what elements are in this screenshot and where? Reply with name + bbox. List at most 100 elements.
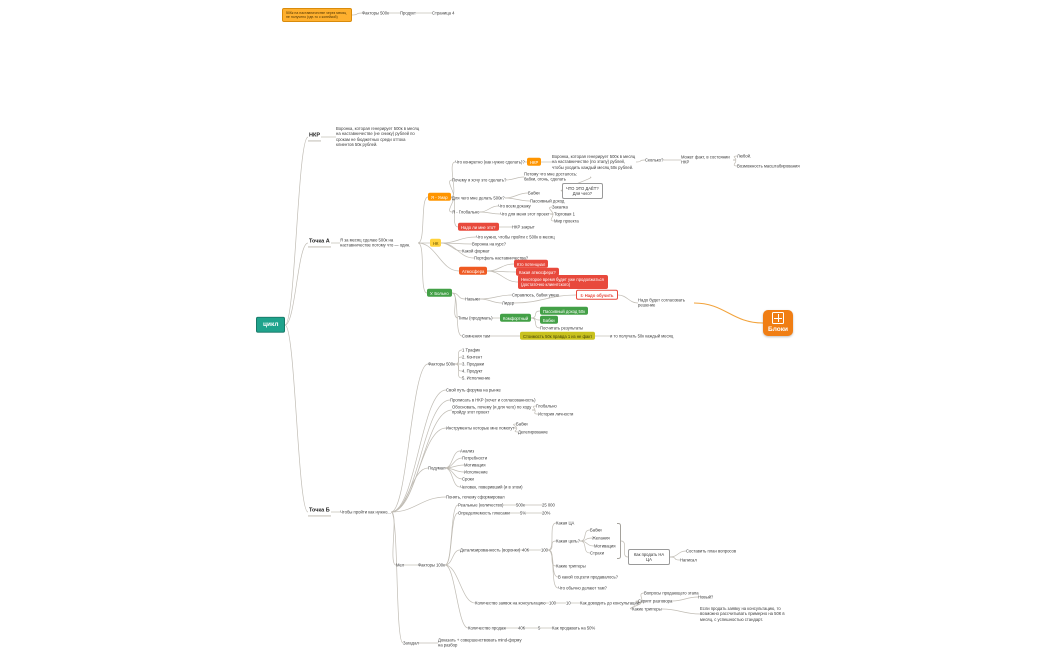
topic-m2-a[interactable]: 5%	[520, 510, 527, 516]
topic-z3[interactable]: Обосновать, почему (и для чего) по ходу …	[452, 404, 532, 415]
topic-z5[interactable]: Подумал	[428, 465, 446, 471]
topic-goal[interactable]: Какая цель?	[556, 538, 580, 544]
topic-nk4[interactable]: Портфель наставничества?	[474, 255, 529, 261]
topic-tb[interactable]: Точка Б	[308, 507, 331, 517]
topic-umar[interactable]: Я - Умар	[428, 192, 451, 202]
topic-g4[interactable]: Страхи	[590, 550, 605, 556]
topic-u2[interactable]: Почему я хочу это сделать?	[452, 177, 507, 183]
topic-u1-skolko[interactable]: Сколько?	[645, 157, 664, 163]
topic-z1[interactable]: Свой путь форума на рынке	[446, 387, 501, 393]
topic-zaku-t[interactable]: Доказать + совершенствовать mind-форму н…	[438, 637, 522, 648]
topic-m1-a[interactable]: 500к	[516, 502, 525, 508]
topic-g1[interactable]: Бабки	[590, 527, 602, 533]
topic-f500-4[interactable]: 4. Продукт	[462, 368, 483, 374]
topic-mel[interactable]: Мел	[396, 562, 405, 568]
topic-sales[interactable]: Как продать НА ЦА	[628, 549, 670, 565]
topic-ca[interactable]: Какая ЦА	[556, 520, 575, 526]
topic-u3-b[interactable]: Бабки	[528, 190, 540, 196]
topic-zaku[interactable]: Загадал	[403, 640, 419, 646]
topic-s2[interactable]: Написал	[680, 557, 697, 563]
topic-z2[interactable]: Прописать в НКР (хочет и согласованность…	[450, 397, 536, 403]
topic-ta[interactable]: Точка А	[308, 238, 331, 248]
topic-f100[interactable]: Факторы 100к	[418, 562, 445, 568]
topic-at2[interactable]: Какая атмосфера?	[516, 267, 559, 277]
topic-b1-a[interactable]: Справлюсь, бабки умею	[512, 292, 560, 298]
topic-nk1[interactable]: Что нужно, чтобы пройти с 500к в месяц	[476, 234, 555, 240]
topic-nado[interactable]: ① Надо обучить	[576, 289, 618, 301]
topic-d1[interactable]: Вопросы продающего этапа	[644, 590, 699, 596]
topic-z5-5[interactable]: Сроки	[462, 476, 474, 482]
topic-f500-2[interactable]: 2. Контент	[462, 354, 483, 360]
topic-g2[interactable]: Желания	[592, 535, 610, 541]
topic-f500-1[interactable]: 1 Трафик	[462, 347, 481, 353]
topic-u4[interactable]: Я - Глобально	[452, 209, 480, 215]
topic-g3[interactable]: Мотивация	[594, 543, 616, 549]
topic-soc[interactable]: В какой соцсети продавалось?	[558, 574, 618, 580]
topic-d3-a[interactable]: Если продать заявку на консультацию, то …	[700, 605, 785, 622]
topic-u4-b3[interactable]: Мир проекта	[554, 218, 579, 224]
topic-m4[interactable]: Количество заявок на консультацию	[475, 600, 546, 606]
topic-ta-desc[interactable]: Я за месяц сделаю 500к на наставничестве…	[340, 237, 411, 248]
topic-b1-b[interactable]: Лидер	[502, 300, 515, 306]
topic-u1[interactable]: Что конкретно (как нужно сделать)?	[455, 159, 525, 165]
topic-d3[interactable]: Какие триггеры	[632, 606, 662, 612]
topic-at3[interactable]: Некоторое время будет уже продолжаться (…	[518, 275, 608, 289]
topic-b2-a1[interactable]: Пассивный доход 50к	[540, 306, 589, 316]
topic-b2-a3[interactable]: Посчитать результаты	[540, 325, 584, 331]
topic-top-note[interactable]: 50Кк на наставничестве через месяц не по…	[282, 7, 352, 23]
topic-top-p[interactable]: Продукт	[400, 10, 416, 16]
topic-b2-a[interactable]: Комфортный	[500, 313, 532, 323]
topic-bloki[interactable]: Блоки	[763, 310, 793, 336]
topic-s1[interactable]: Составить план вопросов	[686, 548, 737, 554]
topic-u4-b2[interactable]: Торговая 1	[554, 211, 575, 217]
topic-z5-6[interactable]: Человек, поверивший (и в этом)	[460, 484, 523, 490]
topic-nk3[interactable]: Какой формат	[462, 248, 490, 254]
topic-b2[interactable]: Типы (продумать)	[458, 315, 493, 321]
topic-m5-a[interactable]: 40К	[518, 625, 526, 631]
topic-f500[interactable]: Факторы 500к	[428, 361, 455, 367]
topic-at1[interactable]: Кто потенциал	[514, 259, 549, 269]
topic-trig[interactable]: Какие триггеры	[556, 563, 586, 569]
topic-u2-why[interactable]: Потому что мне досталось: бабки, огонь, …	[524, 171, 578, 182]
topic-atm[interactable]: Атмосфера	[459, 266, 488, 276]
topic-z5-1[interactable]: Анализ	[460, 448, 475, 454]
topic-m1-b[interactable]: 25 000	[542, 502, 555, 508]
topic-nkr-desc[interactable]: Воронка, которая генерирует 500к в месяц…	[336, 126, 420, 148]
topic-m1[interactable]: Реальные (количество)	[458, 502, 504, 508]
topic-m3-b[interactable]: 100	[541, 547, 548, 553]
topic-nkr[interactable]: НКР	[308, 132, 321, 142]
topic-top-f[interactable]: Факторы 500к	[362, 10, 389, 16]
topic-u3-p[interactable]: Пассивный доход	[530, 198, 565, 204]
topic-z4-b[interactable]: Делегирование	[518, 429, 548, 435]
topic-z4[interactable]: Инструменты которые мне помогут	[446, 425, 515, 431]
topic-z6[interactable]: Понять, почему сформировал	[446, 494, 505, 500]
topic-d2-a[interactable]: Новый?	[698, 594, 714, 600]
topic-m3[interactable]: Детализированность (воронки)	[460, 547, 521, 553]
topic-u4-a[interactable]: Что всем докажу	[498, 203, 531, 209]
topic-top-s[interactable]: Страница 4	[432, 10, 455, 16]
topic-nk2[interactable]: Воронка на курс?	[472, 241, 506, 247]
topic-tb-desc[interactable]: Чтобы пройти как нужно...	[340, 509, 391, 515]
topic-b1[interactable]: Навыки	[465, 296, 480, 302]
topic-z5-4[interactable]: Исполнение	[464, 469, 488, 475]
topic-nado-t[interactable]: Надо будет согласовать решение	[638, 297, 685, 308]
topic-m5[interactable]: Количество продаж	[468, 625, 507, 631]
topic-m3-a[interactable]: 40К	[522, 547, 530, 553]
topic-u5-a[interactable]: НКР закрыт	[512, 224, 535, 230]
topic-f500-3[interactable]: 3. Продажи	[462, 361, 485, 367]
topic-nk[interactable]: НК	[430, 238, 442, 248]
topic-m4-c[interactable]: Как доводить до консультации	[580, 600, 640, 606]
topic-d2[interactable]: Скрипт разговора	[638, 598, 673, 604]
topic-z4-a[interactable]: Бабки	[516, 421, 528, 427]
topic-b3-a1[interactable]: и то получать 50к каждый месяц	[610, 333, 674, 339]
topic-b3-a[interactable]: Стоимость 50к правда 1 из не факт	[520, 331, 596, 341]
topic-u1-nkr[interactable]: НКР	[527, 157, 542, 167]
topic-u1-scale[interactable]: Возможность масштабирования	[737, 163, 800, 169]
topic-u1-lubo[interactable]: Любой.	[737, 153, 752, 159]
topic-u1-desc[interactable]: Воронка, которая генерирует 500к в месяц…	[552, 153, 636, 170]
topic-z5-3[interactable]: Мотивация	[464, 462, 486, 468]
topic-m2-b[interactable]: 20%	[542, 510, 551, 516]
topic-m2[interactable]: Определяемость плюсами	[458, 510, 510, 516]
topic-u3[interactable]: Для чего мне делать 500к?	[452, 195, 505, 201]
topic-root[interactable]: цикл	[256, 316, 286, 334]
